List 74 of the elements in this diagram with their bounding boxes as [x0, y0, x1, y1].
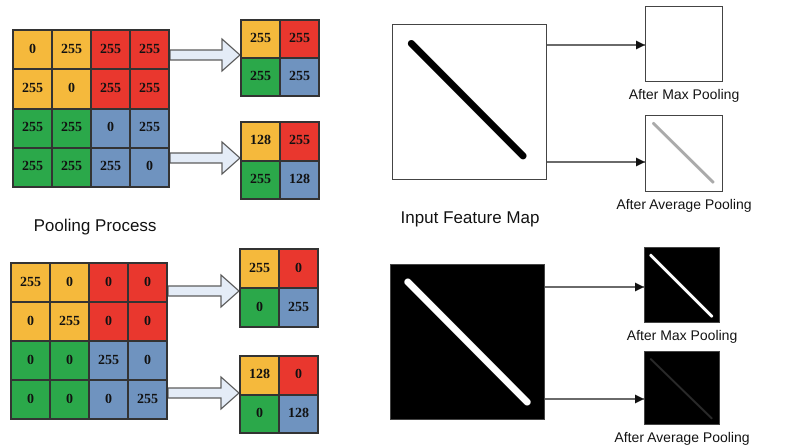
matrix-cell: 255	[13, 108, 52, 148]
matrix-cell: 255	[13, 69, 52, 108]
matrix-cell: 0	[52, 69, 91, 108]
block-arrow	[169, 38, 241, 72]
pooling-grid	[240, 19, 320, 97]
block-arrow	[167, 274, 240, 308]
matrix-cell: 255	[11, 263, 50, 302]
matrix-cell: 255	[280, 20, 319, 58]
matrix-cell: 128	[241, 122, 280, 160]
matrix-cell: 0	[11, 380, 50, 419]
matrix-cell: 0	[89, 263, 128, 302]
matrix-cell: 0	[11, 341, 50, 380]
arrow	[547, 40, 645, 50]
feature-map-image	[644, 247, 720, 323]
matrix-cell: 255	[91, 69, 130, 108]
pooling-grid	[10, 262, 168, 420]
matrix-cell: 0	[240, 394, 279, 433]
image-caption: After Max Pooling	[628, 86, 740, 102]
matrix-cell: 255	[240, 249, 279, 288]
feature-map-image	[645, 115, 723, 192]
matrix-cell: 255	[130, 69, 169, 108]
matrix-cell: 0	[128, 302, 167, 341]
matrix-cell: 0	[128, 341, 167, 380]
matrix-cell: 255	[241, 20, 280, 58]
matrix-cell: 0	[89, 302, 128, 341]
arrow	[547, 158, 645, 166]
matrix-cell: 0	[91, 108, 130, 148]
matrix-cell: 128	[280, 160, 319, 199]
matrix-cell: 255	[13, 148, 52, 187]
matrix-cell: 0	[89, 380, 128, 419]
matrix-cell: 0	[11, 302, 50, 341]
matrix-cell: 0	[50, 263, 89, 302]
matrix-cell: 128	[240, 356, 279, 394]
matrix-cell: 128	[279, 394, 318, 433]
matrix-cell: 0	[13, 30, 52, 70]
pooling-grid	[239, 248, 319, 328]
matrix-cell: 255	[52, 30, 91, 70]
pooling-grid	[12, 29, 170, 188]
matrix-cell: 255	[241, 160, 280, 199]
matrix-cell: 0	[279, 356, 318, 394]
empty-feature-map	[645, 6, 723, 82]
matrix-cell: 0	[128, 263, 167, 302]
image-caption: After Max Pooling	[626, 327, 738, 343]
matrix-cell: 255	[130, 108, 169, 148]
feature-map-image	[390, 264, 545, 420]
section-label: Pooling Process	[34, 216, 156, 236]
block-arrow	[169, 140, 241, 176]
pooling-grid	[240, 121, 320, 200]
feature-map-image	[392, 24, 547, 180]
pooling-grid	[239, 355, 319, 434]
matrix-cell: 255	[280, 58, 319, 96]
matrix-cell: 255	[52, 108, 91, 148]
matrix-cell: 255	[52, 148, 91, 187]
matrix-cell: 0	[50, 380, 89, 419]
arrow	[545, 282, 644, 292]
image-caption: After Average Pooling	[614, 429, 750, 445]
matrix-cell: 255	[279, 288, 318, 327]
matrix-cell: 255	[128, 380, 167, 419]
block-arrow	[167, 376, 240, 410]
matrix-cell: 255	[241, 58, 280, 96]
image-caption: After Average Pooling	[616, 196, 752, 212]
matrix-cell: 255	[91, 30, 130, 70]
section-label: Input Feature Map	[400, 208, 540, 228]
matrix-cell: 0	[279, 249, 318, 288]
matrix-cell: 255	[50, 302, 89, 341]
matrix-cell: 255	[89, 341, 128, 380]
matrix-cell: 255	[130, 30, 169, 70]
matrix-cell: 255	[91, 148, 130, 187]
arrow	[545, 394, 644, 404]
matrix-cell: 0	[50, 341, 89, 380]
feature-map-image	[644, 351, 720, 425]
matrix-cell: 255	[280, 122, 319, 160]
matrix-cell: 0	[240, 288, 279, 327]
matrix-cell: 0	[130, 148, 169, 187]
